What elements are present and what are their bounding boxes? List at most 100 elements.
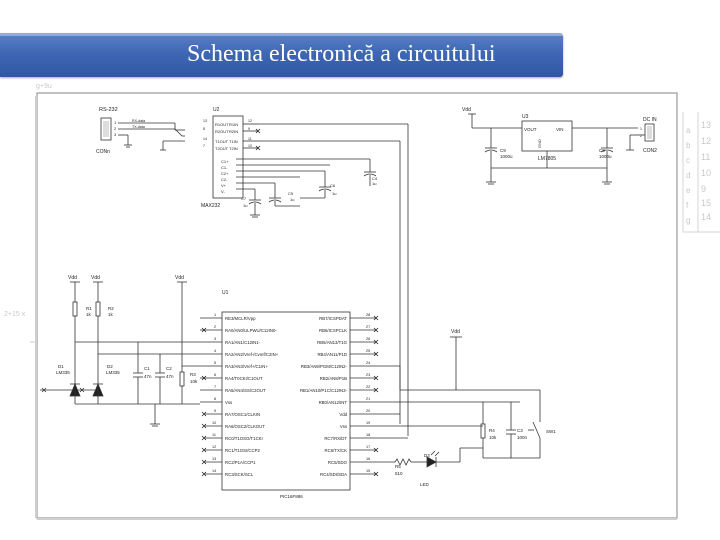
- vdd-label: Vdd: [68, 275, 77, 281]
- margin-number: 12: [701, 136, 711, 146]
- svg-text:12: 12: [248, 119, 252, 123]
- r5-value: 510: [395, 471, 403, 476]
- margin-number: 11: [701, 152, 710, 162]
- svg-text:7: 7: [203, 144, 205, 148]
- svg-text:RB5/AN13/T1G: RB5/AN13/T1G: [317, 340, 348, 345]
- margin-letter: a: [686, 126, 691, 135]
- c3-ref: C3: [517, 428, 523, 433]
- r1-resistor: [72, 301, 78, 317]
- margin-letter: c: [686, 156, 690, 165]
- svg-text:1: 1: [114, 120, 117, 125]
- u3-ref: U3: [522, 114, 529, 120]
- c7-value: 1u: [243, 203, 247, 208]
- c2-value: 47n: [166, 374, 174, 379]
- svg-text:14: 14: [212, 469, 216, 473]
- margin-note-left: 2+15 x: [4, 311, 26, 318]
- svg-text:RA2/AN2/Vref-/Cvref/C2IN+: RA2/AN2/Vref-/Cvref/C2IN+: [225, 352, 279, 357]
- margin-letter: e: [686, 186, 691, 195]
- svg-text:RA7/OSC1/CLKIN: RA7/OSC1/CLKIN: [225, 412, 260, 417]
- svg-text:25: 25: [366, 349, 370, 353]
- r4-ref: R4: [489, 428, 495, 433]
- rs232-label: RS-232: [99, 107, 118, 113]
- svg-text:C2-: C2-: [221, 177, 228, 182]
- vdd-label-right: Vdd: [451, 329, 460, 335]
- svg-text:11: 11: [212, 433, 216, 437]
- svg-text:23: 23: [366, 373, 370, 377]
- svg-text:RA4/T0CKI/C1OUT: RA4/T0CKI/C1OUT: [225, 376, 263, 381]
- c9-value: 1000u: [500, 154, 513, 159]
- margin-letter: b: [686, 141, 691, 150]
- svg-text:18: 18: [366, 433, 370, 437]
- svg-text:7: 7: [214, 385, 216, 389]
- slide-title-bar: [0, 33, 563, 77]
- svg-text:RC5/SDO: RC5/SDO: [328, 460, 348, 465]
- max232-part: MAX232: [201, 203, 220, 209]
- c1-ref: C1: [144, 366, 150, 371]
- svg-text:RC7/RX/DT: RC7/RX/DT: [324, 436, 347, 441]
- svg-text:RB0/AN12/INT: RB0/AN12/INT: [319, 400, 348, 405]
- svg-text:20: 20: [366, 409, 370, 413]
- svg-text:RC3/SCK/SCL: RC3/SCK/SCL: [225, 472, 254, 477]
- svg-text:RB4/AN11/P1D: RB4/AN11/P1D: [317, 352, 347, 357]
- r1-ref: R1: [86, 306, 92, 311]
- svg-text:GND: GND: [537, 139, 542, 148]
- margin-letter: f: [686, 201, 689, 210]
- svg-text:14: 14: [203, 137, 207, 141]
- d2-part: LM335: [106, 370, 120, 375]
- svg-text:RC0/T1OSO/T1CKI: RC0/T1OSO/T1CKI: [225, 436, 263, 441]
- c5-value: 1u: [290, 197, 294, 202]
- svg-text:RA6/OSC2/CLKOUT: RA6/OSC2/CLKOUT: [225, 424, 265, 429]
- rs232-ref: CONn: [96, 149, 110, 155]
- reset-led-section: Vdd R4 10k C3 100n SW1 R5 510: [393, 329, 556, 487]
- c6-value: 1u: [332, 191, 336, 196]
- pic-part: PIC16F886: [280, 494, 303, 499]
- svg-text:RA0/AN0/ULPWU/C12IN0-: RA0/AN0/ULPWU/C12IN0-: [225, 328, 277, 333]
- dc-in-label: DC IN: [643, 117, 657, 123]
- margin-number: 13: [701, 120, 711, 130]
- svg-text:11: 11: [248, 137, 252, 141]
- lm7805-chip: [521, 120, 573, 152]
- pic16f886-section: U1 PIC16F886 RE3/MCLR/Vpp RA0/AN0/ULPWU/…: [200, 290, 520, 499]
- svg-text:19: 19: [366, 421, 370, 425]
- svg-text:VIN: VIN: [556, 127, 564, 132]
- d1-part: LM335: [56, 370, 70, 375]
- svg-text:28: 28: [366, 313, 370, 317]
- svg-text:12: 12: [212, 445, 216, 449]
- svg-text:RC6/TX/CK: RC6/TX/CK: [325, 448, 348, 453]
- svg-text:RC4/SDI/SDA: RC4/SDI/SDA: [320, 472, 347, 477]
- margin-note-top-left: g+9u: [36, 83, 52, 90]
- c5-ref: C5: [288, 191, 294, 196]
- r3-value: 10k: [190, 379, 198, 384]
- margin-number: 9: [701, 184, 706, 194]
- c1-value: 47n: [144, 374, 152, 379]
- svg-text:8: 8: [214, 397, 216, 401]
- c4-ref: C4: [372, 176, 378, 181]
- svg-text:17: 17: [366, 445, 370, 449]
- d2-ref: D2: [107, 364, 113, 369]
- r3-ref: R3: [190, 372, 196, 377]
- d3-part: LED: [420, 482, 430, 487]
- svg-text:RE3/MCLR/Vpp: RE3/MCLR/Vpp: [225, 316, 256, 321]
- c4-value: 1u: [372, 181, 376, 186]
- svg-text:V-: V-: [221, 189, 225, 194]
- svg-text:6: 6: [214, 373, 216, 377]
- svg-text:RB7/ICSPDAT: RB7/ICSPDAT: [319, 316, 347, 321]
- vdd-label: Vdd: [91, 275, 100, 281]
- signal-tx: TX-data: [132, 125, 145, 129]
- svg-text:24: 24: [366, 361, 370, 365]
- svg-text:C1-: C1-: [221, 165, 228, 170]
- svg-text:RA1/AN1/C12IN1-: RA1/AN1/C12IN1-: [225, 340, 261, 345]
- u2-ref: U2: [213, 107, 220, 113]
- svg-text:3: 3: [114, 132, 117, 137]
- c6-ref: C6: [330, 183, 336, 188]
- svg-text:RB3/AN9/PGM/C12IN2-: RB3/AN9/PGM/C12IN2-: [301, 364, 348, 369]
- schematic-frame: [36, 92, 678, 519]
- svg-text:VOUT: VOUT: [524, 127, 537, 132]
- r2-value: 1k: [108, 312, 114, 317]
- svg-text:RC2/P1A/CCP1: RC2/P1A/CCP1: [225, 460, 256, 465]
- svg-text:16: 16: [366, 457, 370, 461]
- c3-value: 100n: [517, 435, 528, 440]
- r2-resistor: [95, 301, 101, 317]
- svg-text:R2OUT: R2OUT: [215, 129, 229, 134]
- svg-text:21: 21: [366, 397, 370, 401]
